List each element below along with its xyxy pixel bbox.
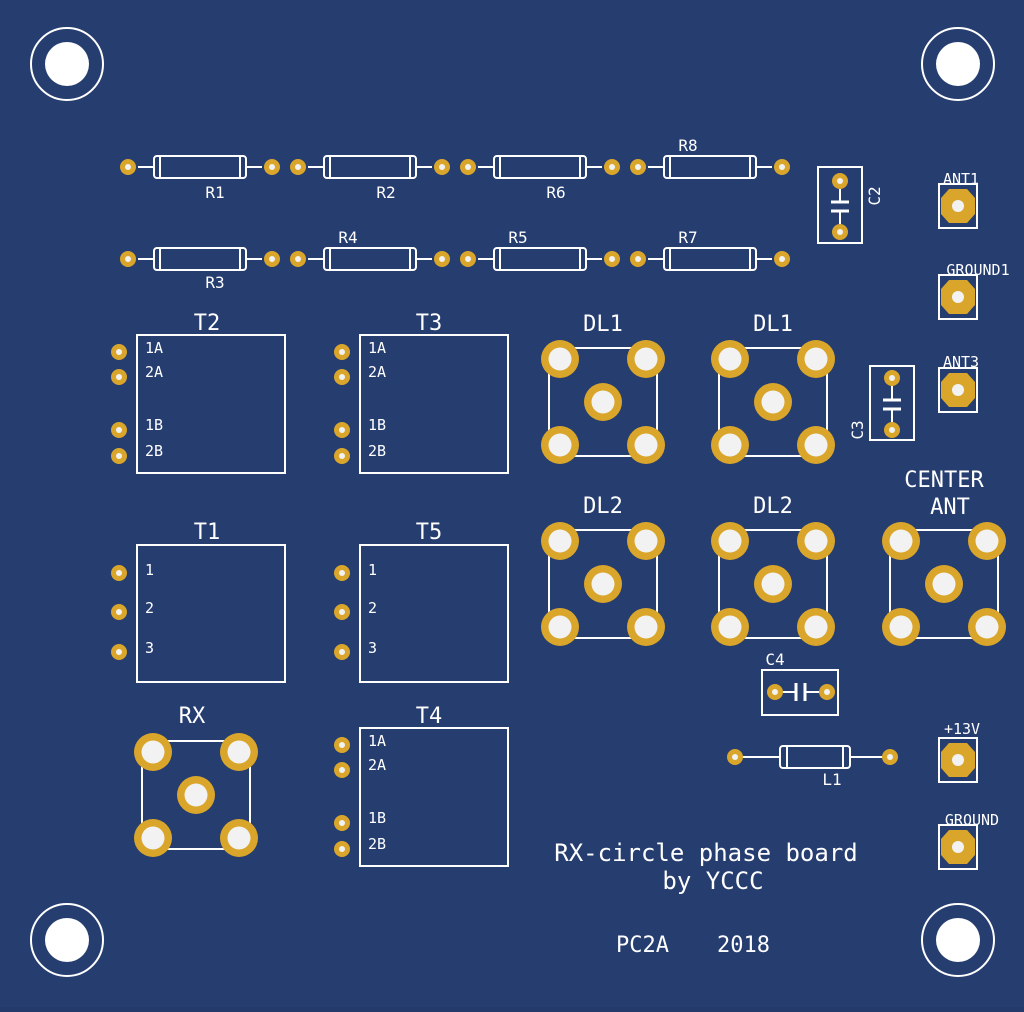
t2-pin-2b: 2B <box>145 442 163 460</box>
capacitor-c3 <box>869 365 915 441</box>
year-label: 2018 <box>717 933 770 958</box>
t1-pin-2: 2 <box>145 599 154 617</box>
c2-label: C2 <box>865 186 884 205</box>
dl1-b-label: DL1 <box>753 312 793 337</box>
r1-label: R1 <box>205 183 224 202</box>
t4-pin-1b: 1B <box>368 809 386 827</box>
terminal-ant3 <box>938 367 978 413</box>
terminal-plus13v <box>938 737 978 783</box>
author-label: PC2A <box>616 933 669 958</box>
ground-label: GROUND <box>945 811 999 829</box>
t3-pin-1b: 1B <box>368 416 386 434</box>
t5-pin-2: 2 <box>368 599 377 617</box>
resistor-r5 <box>460 248 620 270</box>
board-title-line2: by YCCC <box>662 867 763 895</box>
resistor-r3 <box>120 248 280 270</box>
r5-label: R5 <box>508 228 527 247</box>
plus13v-label: +13V <box>944 720 980 738</box>
transformer-t5 <box>334 544 509 683</box>
resistor-r1 <box>120 156 280 178</box>
t1-pin-3: 3 <box>145 639 154 657</box>
terminal-ground1 <box>938 274 978 320</box>
r6-label: R6 <box>546 183 565 202</box>
resistor-r2 <box>290 156 450 178</box>
t4-pin-1a: 1A <box>368 732 386 750</box>
t1-label: T1 <box>194 520 221 545</box>
dl2-a-label: DL2 <box>583 494 623 519</box>
r7-label: R7 <box>678 228 697 247</box>
terminal-ground <box>938 824 978 870</box>
t4-pin-2a: 2A <box>368 756 386 774</box>
c4-label: C4 <box>765 650 784 669</box>
r8-label: R8 <box>678 136 697 155</box>
t2-pin-1a: 1A <box>145 339 163 357</box>
t3-pin-2a: 2A <box>368 363 386 381</box>
capacitor-c4 <box>761 669 839 716</box>
c3-label: C3 <box>848 420 867 439</box>
transformer-t1 <box>111 544 286 683</box>
ant1-label: ANT1 <box>943 170 979 188</box>
dl2-b-label: DL2 <box>753 494 793 519</box>
t5-label: T5 <box>416 520 443 545</box>
capacitor-c2 <box>817 166 863 244</box>
mounting-hole-top-right <box>921 27 995 101</box>
transformer-t3 <box>334 334 509 474</box>
r4-label: R4 <box>338 228 357 247</box>
transformer-t4 <box>334 727 509 867</box>
t3-label: T3 <box>416 311 443 336</box>
rx-label: RX <box>179 704 206 729</box>
resistor-r8 <box>630 156 790 178</box>
transformer-t2 <box>111 334 286 474</box>
inductor-l1 <box>727 745 898 769</box>
ground1-label: GROUND1 <box>946 261 1009 279</box>
resistor-r7 <box>630 248 790 270</box>
terminal-ant1 <box>938 183 978 229</box>
l1-label: L1 <box>822 770 841 789</box>
connector-dl2-b <box>711 522 835 646</box>
center-ant-label-line1: CENTER <box>904 468 984 493</box>
r3-label: R3 <box>205 273 224 292</box>
dl1-a-label: DL1 <box>583 312 623 337</box>
r2-label: R2 <box>376 183 395 202</box>
board-title-line1: RX-circle phase board <box>554 839 857 867</box>
t3-pin-1a: 1A <box>368 339 386 357</box>
resistor-r6 <box>460 156 620 178</box>
t4-label: T4 <box>416 704 443 729</box>
t2-label: T2 <box>194 311 221 336</box>
t2-pin-1b: 1B <box>145 416 163 434</box>
connector-dl2-a <box>541 522 665 646</box>
t3-pin-2b: 2B <box>368 442 386 460</box>
t1-pin-1: 1 <box>145 561 154 579</box>
connector-rx <box>134 733 258 857</box>
t5-pin-1: 1 <box>368 561 377 579</box>
resistor-r4 <box>290 248 450 270</box>
mounting-hole-top-left <box>30 27 104 101</box>
connector-center-ant <box>882 522 1006 646</box>
t5-pin-3: 3 <box>368 639 377 657</box>
t4-pin-2b: 2B <box>368 835 386 853</box>
ant3-label: ANT3 <box>943 353 979 371</box>
mounting-hole-bottom-right <box>921 903 995 977</box>
t2-pin-2a: 2A <box>145 363 163 381</box>
mounting-hole-bottom-left <box>30 903 104 977</box>
connector-dl1-a <box>541 340 665 464</box>
center-ant-label-line2: ANT <box>930 495 970 520</box>
connector-dl1-b <box>711 340 835 464</box>
